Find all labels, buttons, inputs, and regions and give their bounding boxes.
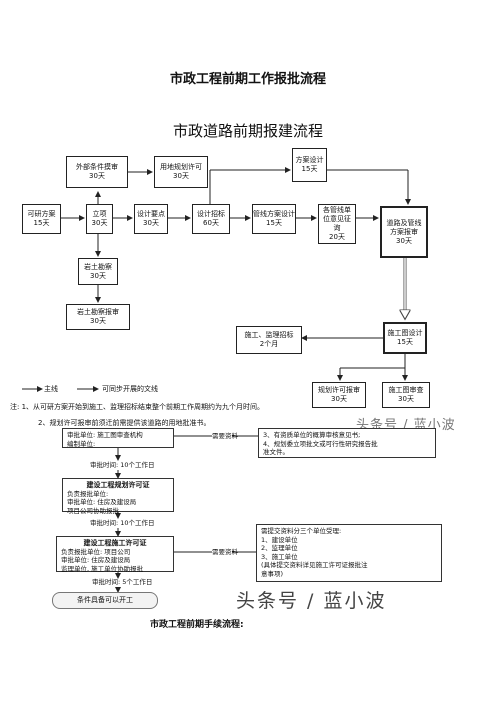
watermark-large: 头条号 / 蓝小波 xyxy=(236,590,387,612)
permit-title: 建设工程施工许可证 xyxy=(83,539,147,547)
node-days: 30天 xyxy=(91,219,108,227)
material-line: 意事项) xyxy=(261,569,284,578)
note-1: 注: 1、从可研方案开始到施工、监理招标结束整个前期工作周期约为九个月时间。 xyxy=(10,403,265,411)
permit-line: 审批单位: 住房及建设局 xyxy=(67,498,137,506)
node-geguanxian: 各管线单位意见征询 20天 xyxy=(318,204,356,244)
material-line: 4、规划委立项批文或可行性研究报告批 xyxy=(263,439,378,448)
node-days: 30天 xyxy=(90,271,106,280)
permit-line: 负责报批单位: 项目公司 xyxy=(61,547,131,556)
permit-line: 项目公司协助报批 xyxy=(67,506,119,515)
node-daolu: 道路及管线方案报审 30天 xyxy=(380,206,428,258)
planning-permit-box: 建设工程规划许可证 负责报批单位: 审批单位: 住房及建设局 项目公司协助报批 xyxy=(62,478,174,515)
permit-title: 建设工程规划许可证 xyxy=(86,481,150,489)
node-days: 15天 xyxy=(397,338,413,346)
material-line: 3、有资质单位的概算审核意见书; xyxy=(263,431,361,439)
material-line: 1、建设单位 xyxy=(261,535,298,544)
node-label: 立项 xyxy=(92,210,107,218)
node-label: 设计要点 xyxy=(137,210,165,218)
node-label: 设计招标 xyxy=(197,210,225,218)
node-days: 15天 xyxy=(301,165,318,173)
node-days: 30天 xyxy=(143,219,159,227)
material-line: 2、监理单位 xyxy=(261,544,298,552)
node-days: 15天 xyxy=(266,219,282,227)
approval-time-2: 审批时间: 10个工作日 xyxy=(90,519,155,527)
node-shigongjl: 施工、监理招标 2个月 xyxy=(236,326,302,354)
node-days: 30天 xyxy=(396,236,412,245)
node-days: 30天 xyxy=(89,172,105,180)
material-box-2: 需提交资料分三个单位受理: 1、建设单位 2、监理单位 3、施工单位 (具体提交… xyxy=(256,524,442,582)
node-days: 30天 xyxy=(90,317,106,325)
node-fangan: 方案设计 15天 xyxy=(292,148,327,182)
node-lixiang: 立项 30天 xyxy=(86,204,113,234)
material-label-1: 需要资料 xyxy=(212,432,238,440)
construction-permit-box: 建设工程施工许可证 负责报批单位: 项目公司 审批单位: 住房及建设局 监理单位… xyxy=(56,536,174,573)
node-guihua: 规划许可报审 30天 xyxy=(312,382,366,408)
node-shejizb: 设计招标 60天 xyxy=(192,204,230,234)
permit-line: 负责报批单位: xyxy=(67,489,109,498)
node-label: 道路及管线方案报审 xyxy=(386,218,422,236)
approval-box-1: 审批单位: 施工图审查机构 编制单位: xyxy=(62,428,174,448)
material-line: 准文件。 xyxy=(263,448,289,456)
node-days: 30天 xyxy=(398,395,414,403)
material-line: 需提交资料分三个单位受理: xyxy=(261,527,342,535)
node-label: 施工图设计 xyxy=(387,329,423,337)
diagram-title: 市政道路前期报建流程 xyxy=(172,122,323,140)
node-shigongtu: 施工图审查 30天 xyxy=(382,382,430,408)
approval-line: 编制单位: xyxy=(67,439,96,448)
approval-time-1: 审批时间: 10个工作日 xyxy=(90,461,155,469)
final-start-pill: 条件具备可以开工 xyxy=(52,592,158,609)
node-label: 外部条件摸审 xyxy=(76,163,118,171)
material-line: (具体提交资料详见施工许可证报批注 xyxy=(261,561,368,569)
node-days: 30天 xyxy=(331,395,347,403)
node-guanxian: 管线方案设计 15天 xyxy=(252,204,296,234)
node-label: 岩土勘察 xyxy=(84,262,112,271)
material-line: 3、施工单位 xyxy=(261,552,298,561)
permit-line: 监理单位, 施工单位协助报批 xyxy=(61,564,144,573)
node-label: 可研方案 xyxy=(27,210,56,218)
material-box-1: 3、有资质单位的概算审核意见书; 4、规划委立项批文或可行性研究报告批 准文件。 xyxy=(258,428,436,458)
node-waibu: 外部条件摸审 30天 xyxy=(66,156,128,188)
node-yantush: 岩土勘察报审 30天 xyxy=(66,304,130,330)
node-keyan: 可研方案 15天 xyxy=(22,204,61,234)
node-shigongsj: 施工图设计 15天 xyxy=(383,322,427,354)
node-label: 规划许可报审 xyxy=(318,386,360,394)
note-2: 2、规划许可报审前须迁前需提供该道路的用地批准书。 xyxy=(38,419,211,427)
material-label-2: 需要资料 xyxy=(212,548,238,556)
approval-line: 审批单位: 施工图审查机构 xyxy=(67,431,143,439)
node-label: 施工、监理招标 xyxy=(244,331,294,339)
node-yantu: 岩土勘察 30天 xyxy=(78,258,118,285)
node-sheji: 设计要点 30天 xyxy=(134,204,168,234)
approval-time-3: 审批时间: 5个工作日 xyxy=(92,578,153,586)
node-days: 30天 xyxy=(173,172,189,180)
node-label: 用地规划许可 xyxy=(160,163,202,171)
node-days: 20天 xyxy=(329,233,345,241)
node-label: 各管线单位意见征询 xyxy=(323,206,351,232)
node-yongdi: 用地规划许可 30天 xyxy=(154,156,208,188)
node-days: 2个月 xyxy=(259,340,279,348)
legend-parallel: 可同步开展的文线 xyxy=(102,385,158,393)
node-label: 方案设计 xyxy=(295,156,324,164)
node-days: 15天 xyxy=(33,219,50,227)
footer-heading: 市政工程前期手续流程: xyxy=(150,620,244,630)
node-label: 岩土勘察报审 xyxy=(77,308,119,316)
permit-line: 审批单位: 住房及建设局 xyxy=(61,556,131,564)
node-days: 60天 xyxy=(203,219,219,227)
node-label: 施工图审查 xyxy=(388,386,424,394)
document-title: 市政工程前期工作报批流程 xyxy=(169,72,326,87)
node-label: 管线方案设计 xyxy=(253,210,295,218)
legend-main: 主线 xyxy=(44,385,58,393)
